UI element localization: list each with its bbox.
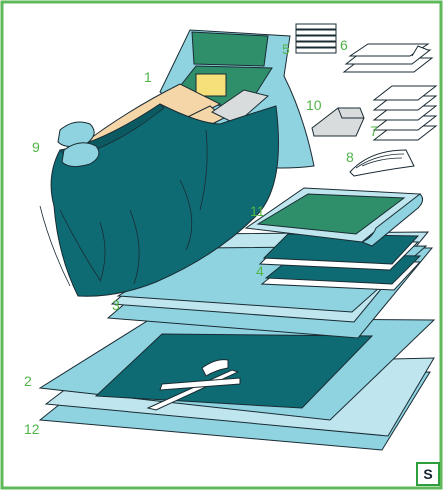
adhesive-strips-stack-icon [296, 24, 336, 53]
label-1: 1 [144, 69, 152, 85]
label-4: 4 [256, 263, 264, 279]
label-9: 9 [32, 139, 40, 155]
section-badge: S [416, 462, 440, 486]
label-5: 5 [282, 41, 290, 57]
label-8: 8 [346, 149, 354, 165]
label-12: 12 [24, 421, 40, 437]
label-11: 11 [250, 203, 265, 219]
drape-sheets-4 [260, 234, 420, 290]
label-6: 6 [340, 37, 348, 53]
folded-sleeves-icon [374, 86, 436, 140]
label-7: 7 [370, 123, 378, 139]
mayo-stand-cover-icon [350, 150, 414, 176]
label-2: 2 [24, 373, 32, 389]
label-10: 10 [306, 97, 322, 113]
towel-stack-icon [344, 44, 432, 72]
label-3: 3 [112, 297, 120, 313]
